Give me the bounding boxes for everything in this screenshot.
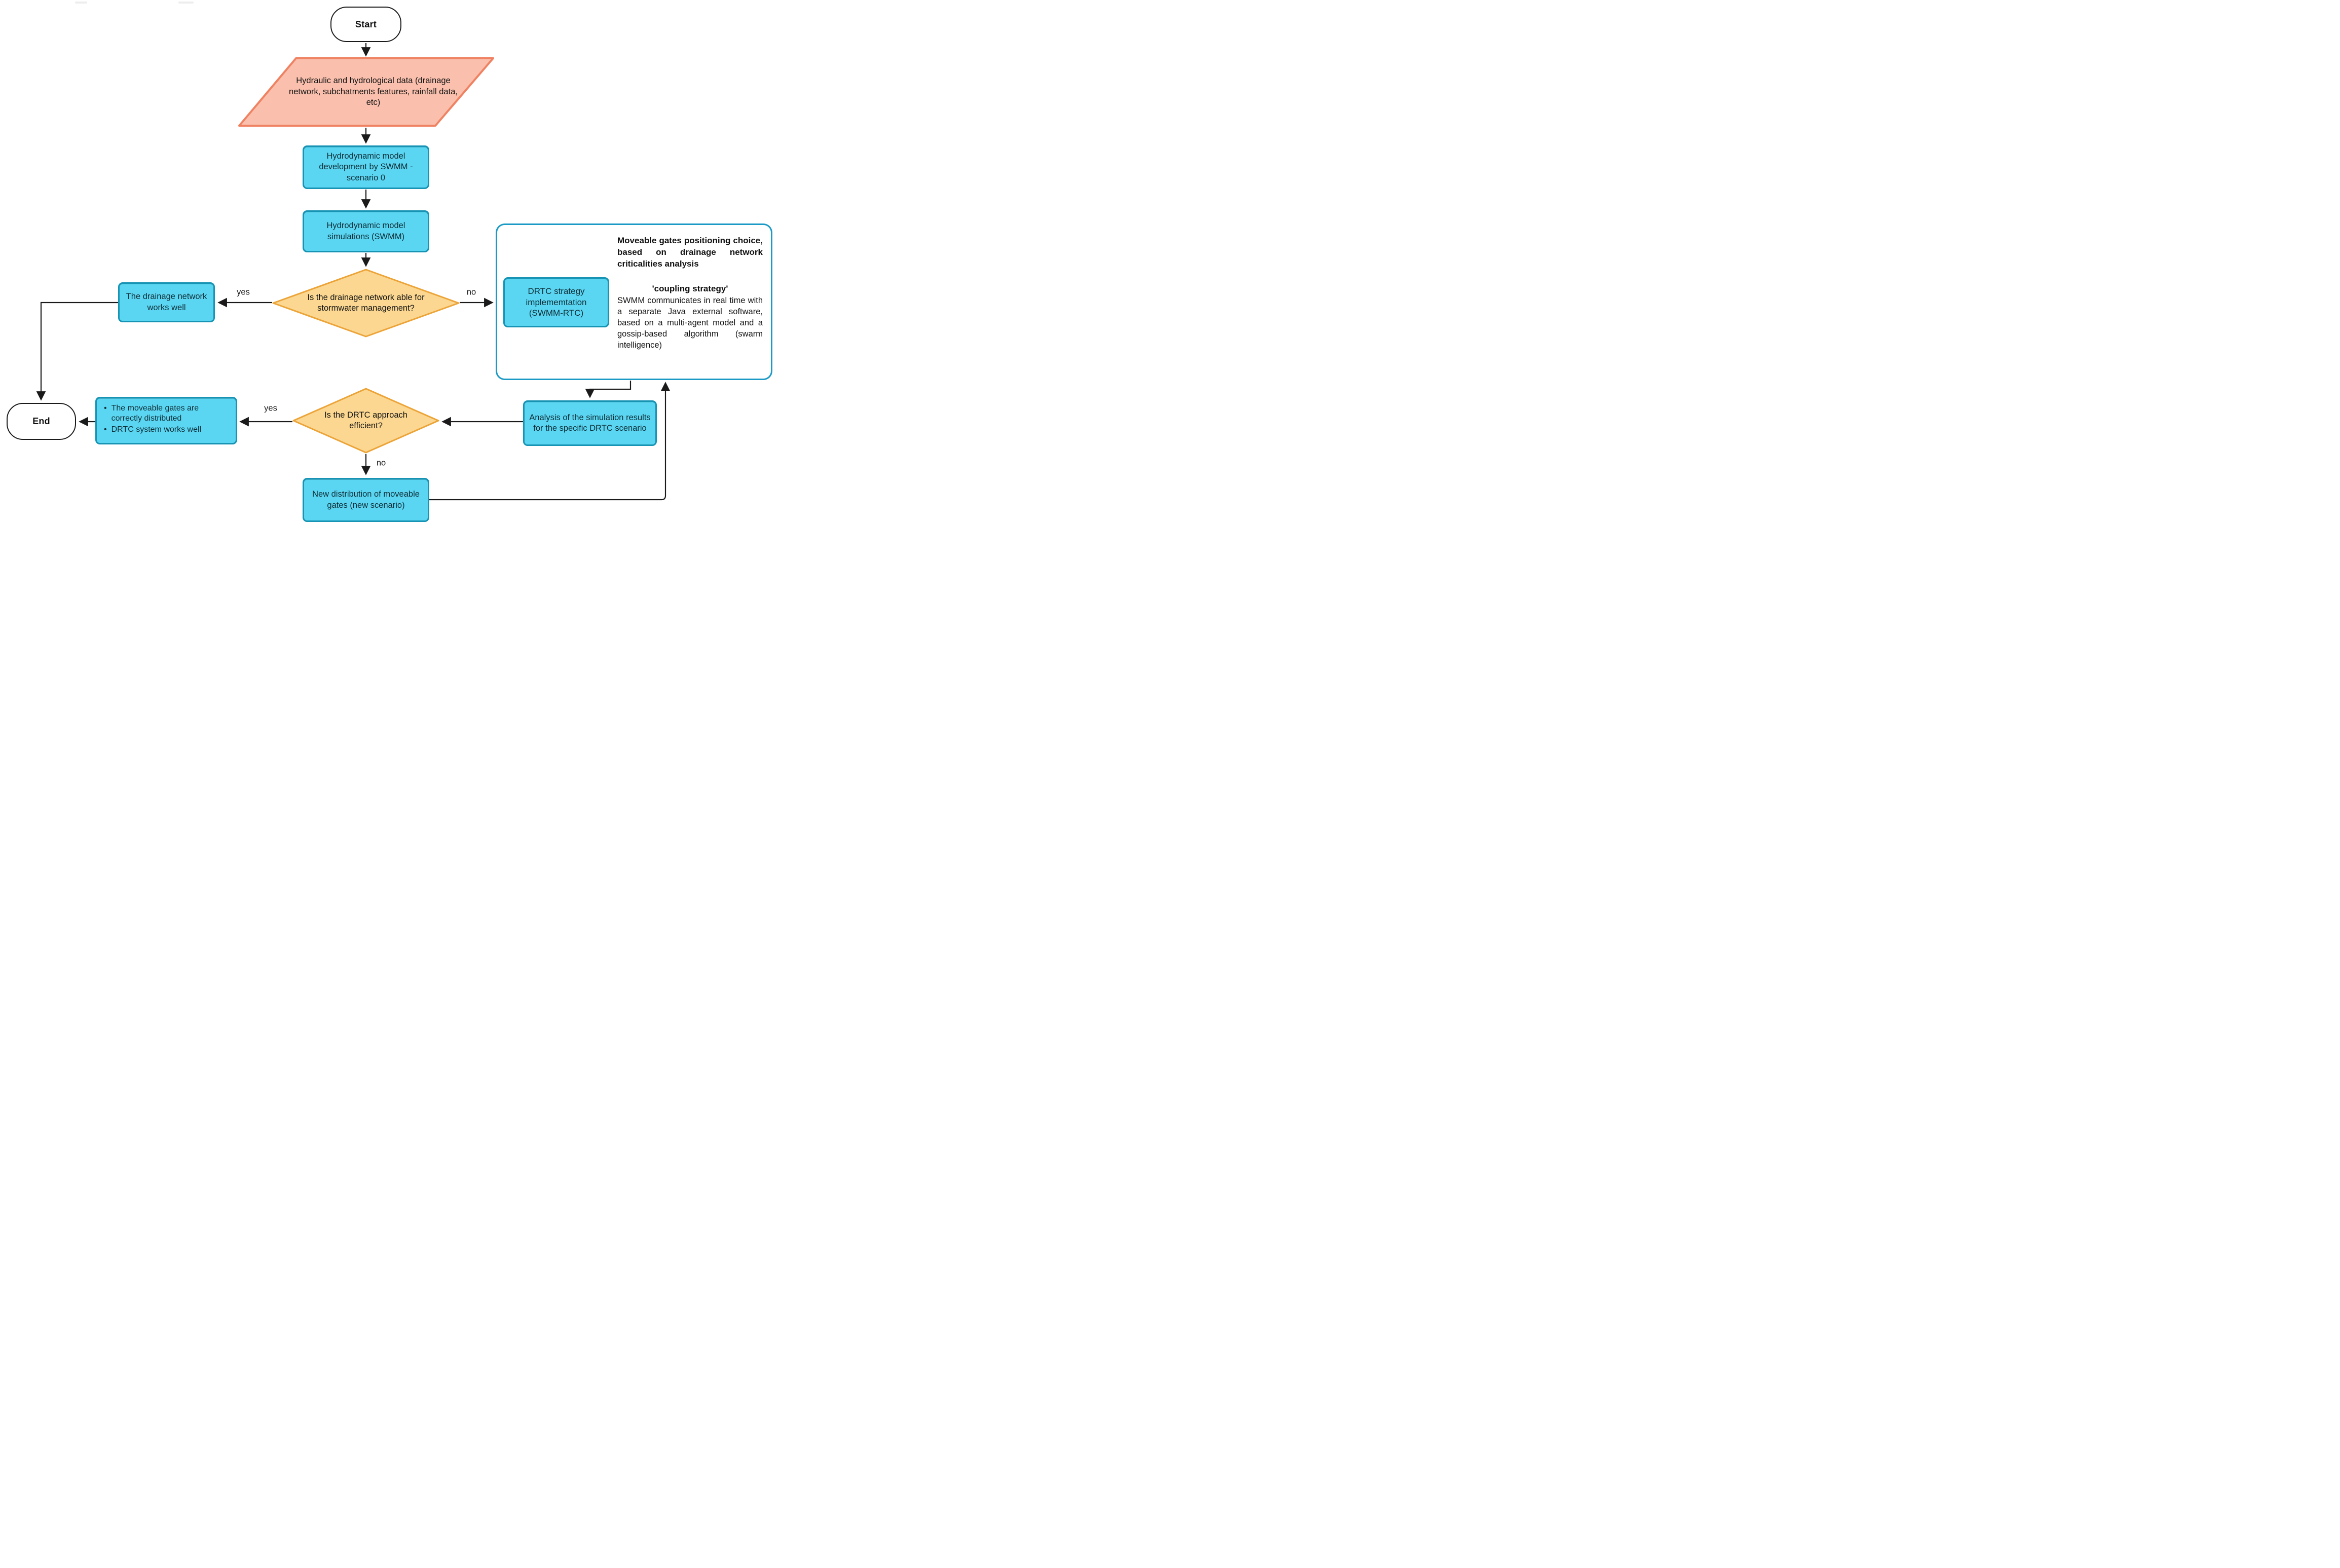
model-simulations-label: Hydrodynamic model simulations (SWMM) [326,221,405,241]
analysis-box: Analysis of the simulation results for t… [523,400,657,446]
hydraulic-data-parallelogram: Hydraulic and hydrological data (drainag… [238,57,494,127]
parallelogram-shape [238,57,494,127]
edge-drainage-ok-to-end [36,302,118,401]
edge-label-yes-1: yes [237,287,250,297]
diamond-shape [272,269,460,338]
hydraulic-data-label: Hydraulic and hydrological data (drainag… [289,76,458,107]
bullet-item: • DRTC system works well [104,425,201,435]
connector-lines [36,43,671,501]
moveable-gates-heading: Moveable gates positioning choice, based… [617,236,763,269]
drainage-ok-box: The drainage network works well [118,282,215,322]
coupling-strategy-body: SWMM communicates in real time with a se… [617,295,763,350]
start-terminator: Start [330,7,401,42]
edge-label-no-2: no [376,458,386,468]
top-edge-artifact [75,2,87,4]
bullet-text-2: DRTC system works well [111,425,202,434]
drtc-ok-box: • The moveable gates are correctly distr… [95,397,237,444]
edge-newdist-to-bigbox [429,382,671,501]
decision-drainage-label: Is the drainage network able for stormwa… [307,292,425,313]
top-edge-artifact [178,2,194,4]
decision-drainage-diamond: Is the drainage network able for stormwa… [272,269,460,338]
drtc-strategy-label: DRTC strategy implememtation (SWMM-RTC) [526,286,587,318]
new-distribution-label: New distribution of moveable gates (new … [312,490,420,510]
decision-drtc-label: Is the DRTC approach efficient? [324,410,407,430]
coupling-strategy-text: Moveable gates positioning choice, based… [617,235,763,351]
bullet-dot: • [104,404,107,413]
bullet-item: • The moveable gates are correctly distr… [104,403,231,424]
bullet-text-1: The moveable gates are correctly distrib… [111,404,199,423]
start-label: Start [355,19,377,29]
diamond-shape [292,388,439,454]
drtc-strategy-box: DRTC strategy implememtation (SWMM-RTC) [503,277,609,327]
model-simulations-box: Hydrodynamic model simulations (SWMM) [303,210,429,252]
model-development-label: Hydrodynamic model development by SWMM -… [319,152,413,182]
new-distribution-box: New distribution of moveable gates (new … [303,478,429,522]
coupling-strategy-subheading: 'coupling strategy' [652,283,728,293]
drainage-ok-label: The drainage network works well [126,292,207,312]
edge-bigbox-to-analysis [585,381,632,398]
end-label: End [32,416,50,426]
analysis-label: Analysis of the simulation results for t… [529,413,651,433]
decision-drtc-diamond: Is the DRTC approach efficient? [292,388,439,454]
edge-label-yes-2: yes [264,403,277,413]
flowchart-canvas: Start End Hydraulic and hydrological dat… [0,0,780,522]
model-development-box: Hydrodynamic model development by SWMM -… [303,145,429,189]
edge-label-no-1: no [466,287,476,297]
bullet-dot: • [104,425,107,434]
end-terminator: End [7,403,76,440]
